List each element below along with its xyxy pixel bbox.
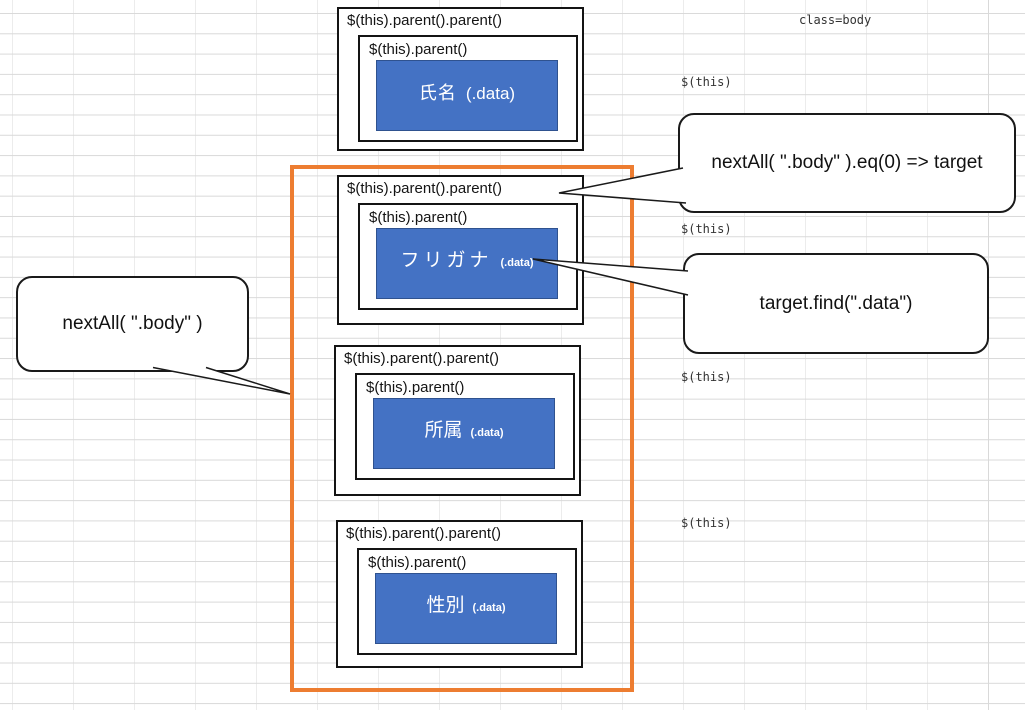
data-field-name: 所属	[424, 420, 463, 441]
group-box-furigana[interactable]: $(this).parent().parent() $(this).parent…	[337, 175, 584, 325]
group-outer-label: $(this).parent().parent()	[346, 525, 502, 542]
cell-text-class-body: class=body	[799, 13, 872, 27]
data-field-name: 氏名	[418, 83, 457, 103]
callout-target-text: nextAll( ".body" ).eq(0) => target	[711, 152, 983, 173]
cell-text-this-2: $(this)	[681, 222, 732, 236]
group-inner-label: $(this).parent()	[368, 554, 467, 571]
data-field-class: (.data)	[470, 427, 504, 439]
group-outer-label: $(this).parent().parent()	[347, 12, 503, 29]
data-field-box[interactable]: 性別 (.data)	[375, 573, 557, 644]
callout-target[interactable]: nextAll( ".body" ).eq(0) => target	[678, 113, 1016, 213]
cell-text-this-4: $(this)	[681, 516, 732, 530]
callout-nextall-text: nextAll( ".body" )	[62, 313, 203, 334]
group-outer-label: $(this).parent().parent()	[347, 180, 503, 197]
group-inner-label: $(this).parent()	[369, 41, 468, 58]
callout-find-text: target.find(".data")	[759, 292, 913, 314]
group-box-shimei[interactable]: $(this).parent().parent() $(this).parent…	[337, 7, 584, 151]
data-field-class: (.data)	[472, 602, 506, 614]
data-field-name: フリガナ	[400, 250, 493, 271]
data-field-class: (.data)	[465, 84, 516, 103]
callout-find[interactable]: target.find(".data")	[683, 253, 989, 354]
callout-nextall[interactable]: nextAll( ".body" )	[16, 276, 249, 372]
cell-text-this-3: $(this)	[681, 370, 732, 384]
group-inner-label: $(this).parent()	[369, 209, 468, 226]
cell-text-this-1: $(this)	[681, 75, 732, 89]
data-field-box[interactable]: 所属 (.data)	[373, 398, 555, 469]
group-box-seibetsu[interactable]: $(this).parent().parent() $(this).parent…	[336, 520, 583, 668]
data-field-box[interactable]: フリガナ (.data)	[376, 228, 558, 299]
group-inner-label: $(this).parent()	[366, 379, 465, 396]
group-outer-label: $(this).parent().parent()	[344, 350, 500, 367]
data-field-name: 性別	[426, 595, 465, 616]
group-box-shozoku[interactable]: $(this).parent().parent() $(this).parent…	[334, 345, 581, 496]
data-field-box[interactable]: 氏名 (.data)	[376, 60, 558, 131]
highlight-frame[interactable]	[290, 165, 634, 692]
data-field-class: (.data)	[500, 257, 534, 269]
